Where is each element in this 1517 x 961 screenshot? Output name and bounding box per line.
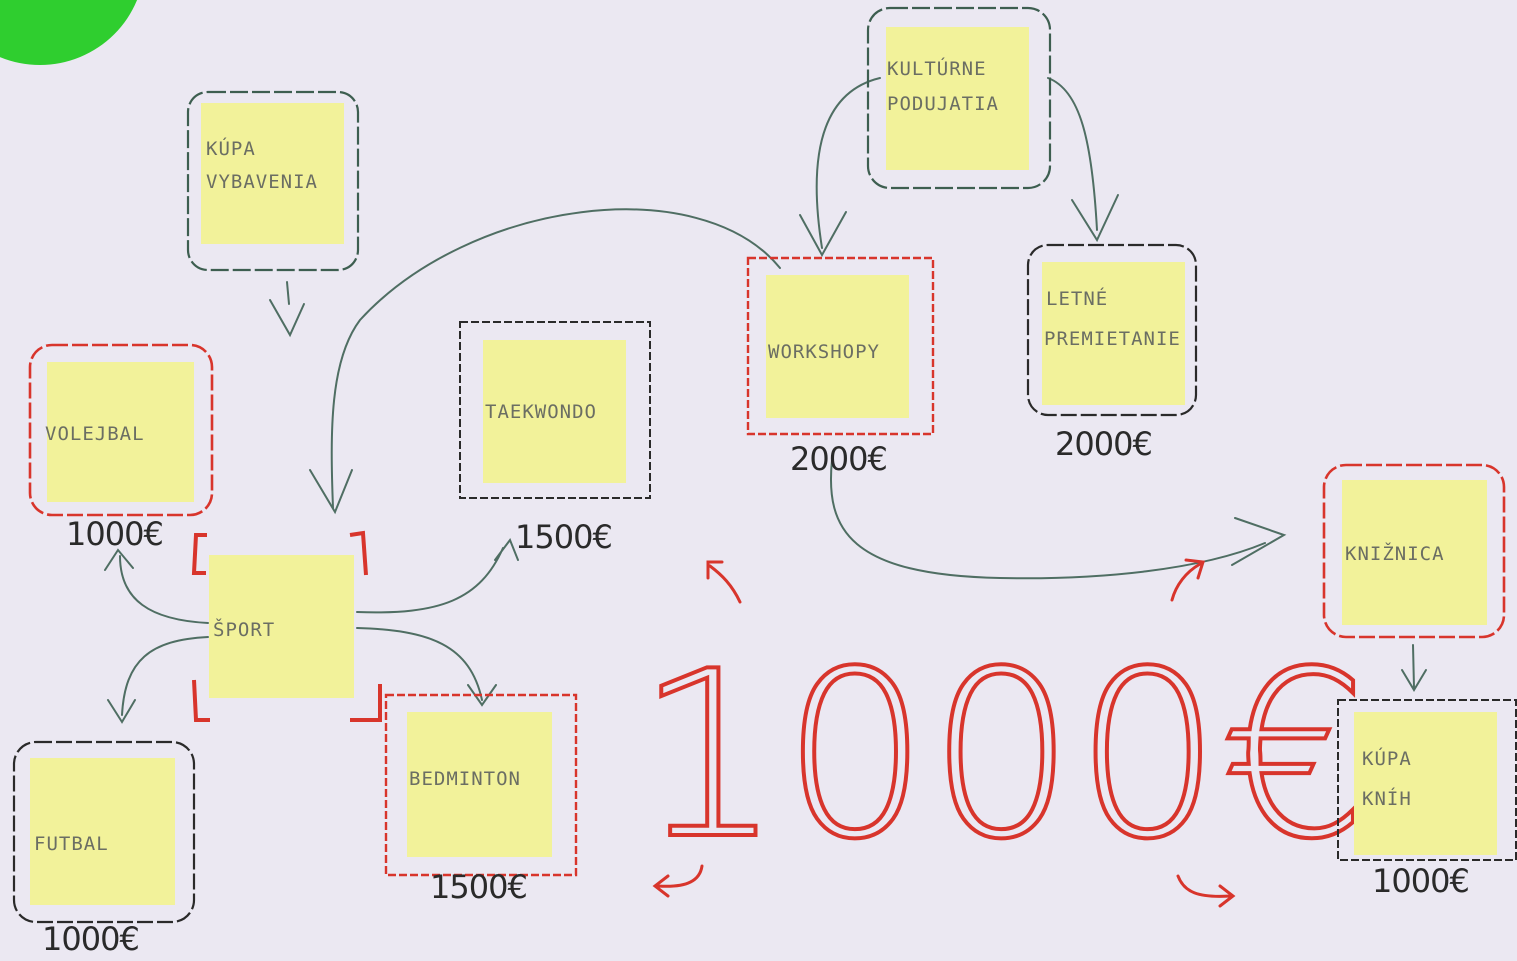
note-futbal-label: FUTBAL: [34, 833, 109, 855]
note-kupa-vybavenia-line2: VYBAVENIA: [206, 171, 318, 193]
note-letne-premietanie: LETNÉ PREMIETANIE: [1026, 243, 1198, 417]
note-kulturne-line1: KULTÚRNE: [887, 56, 987, 80]
price-kupa-knih: 1000€: [1372, 862, 1469, 900]
arrow-workshopy-to-kniznica: [830, 459, 1266, 580]
note-futbal: FUTBAL: [12, 740, 196, 924]
note-bedminton: BEDMINTON: [384, 693, 578, 877]
note-kupa-vybavenia: KÚPA VYBAVENIA: [186, 90, 360, 272]
arrow-vybavenia-to-sport: [269, 281, 305, 338]
note-volejbal-label: VOLEJBAL: [45, 423, 145, 445]
note-kniznica-label: KNIŽNICA: [1345, 542, 1445, 565]
note-workshopy-label: WORKSHOPY: [768, 341, 880, 363]
arrow-sport-to-taekwondo: [356, 537, 519, 614]
price-workshopy: 2000€: [790, 440, 887, 478]
arrow-kulturne-to-letne: [1047, 77, 1098, 231]
arrow-head-kniznica: [1231, 517, 1287, 566]
note-kulturne-podujatia: KULTÚRNE PODUJATIA: [866, 6, 1052, 190]
note-kupa-knih-line1: KÚPA: [1362, 746, 1412, 770]
arrow-head-sport: [309, 469, 353, 515]
note-kupa-knih-line2: KNÍH: [1362, 787, 1412, 810]
note-taekwondo: TAEKWONDO: [459, 321, 651, 499]
arrow-sport-to-bedminton: [356, 627, 497, 707]
arrow-head-workshopy: [799, 211, 847, 258]
note-volejbal: VOLEJBAL: [28, 343, 214, 517]
big-amount-text: 1000€: [636, 623, 1368, 890]
red-arrows: [652, 558, 1236, 908]
arrow-sport-to-futbal: [107, 636, 209, 724]
note-workshopy: WORKSHOPY: [746, 256, 935, 436]
connectors: [104, 77, 1427, 724]
note-sport: ŠPORT: [209, 555, 354, 698]
price-bedminton: 1500€: [430, 868, 527, 906]
note-letne-line1: LETNÉ: [1046, 287, 1108, 310]
note-kupa-knih: KÚPA KNÍH: [1337, 699, 1517, 861]
arrow-sport-to-volejbal: [104, 548, 209, 624]
note-bedminton-label: BEDMINTON: [409, 768, 521, 790]
price-volejbal: 1000€: [66, 515, 163, 553]
prices: 1000€ 1500€ 2000€ 2000€ 1500€ 1000€ 1000…: [42, 425, 1470, 958]
arrow-kulturne-to-workshopy: [815, 77, 881, 249]
note-sport-label: ŠPORT: [213, 617, 275, 641]
note-letne-line2: PREMIETANIE: [1044, 328, 1181, 350]
sport-brackets: [191, 530, 382, 722]
note-kulturne-line2: PODUJATIA: [887, 93, 999, 115]
price-taekwondo: 1500€: [515, 518, 612, 556]
note-kniznica: KNIŽNICA: [1322, 463, 1506, 639]
arrow-workshopy-to-sport: [330, 208, 781, 509]
price-futbal: 1000€: [42, 920, 139, 958]
arrow-kniznica-to-knih: [1401, 644, 1427, 692]
price-letne: 2000€: [1055, 425, 1152, 463]
note-kupa-vybavenia-line1: KÚPA: [206, 136, 256, 160]
green-corner-badge: [0, 0, 138, 65]
arrow-head-letne: [1071, 194, 1119, 243]
note-taekwondo-label: TAEKWONDO: [485, 401, 597, 423]
